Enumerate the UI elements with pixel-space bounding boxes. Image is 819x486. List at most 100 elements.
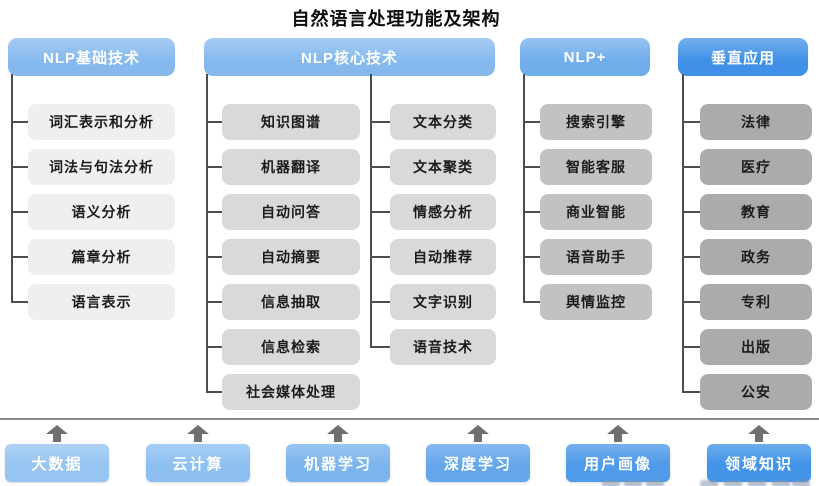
up-arrow-icon — [187, 425, 209, 442]
item-box: 搜索引擎 — [540, 104, 652, 140]
connector-stub — [370, 121, 390, 123]
item-box: 文本聚类 — [390, 149, 496, 185]
item-box: 智能客服 — [540, 149, 652, 185]
connector-stub — [370, 346, 390, 348]
item-box: 自动推荐 — [390, 239, 496, 275]
connector-stub — [11, 211, 28, 213]
foundation-box: 云计算 — [146, 444, 250, 482]
connector-line — [11, 74, 13, 302]
page-title: 自然语言处理功能及架构 — [291, 9, 501, 29]
item-box: 自动摘要 — [222, 239, 360, 275]
item-box: 社会媒体处理 — [222, 374, 360, 410]
item-box: 信息检索 — [222, 329, 360, 365]
watermark-remnant — [700, 480, 718, 486]
item-box: 语言表示 — [28, 284, 175, 320]
connector-stub — [206, 256, 222, 258]
foundation-box: 大数据 — [5, 444, 109, 482]
item-box: 机器翻译 — [222, 149, 360, 185]
up-arrow-head — [607, 425, 629, 434]
up-arrow-stem — [194, 434, 202, 442]
watermark-remnant — [602, 480, 620, 486]
watermark-remnant — [724, 480, 742, 486]
item-box: 自动问答 — [222, 194, 360, 230]
item-box: 教育 — [700, 194, 812, 230]
up-arrow-head — [187, 425, 209, 434]
up-arrow-icon — [607, 425, 629, 442]
connector-stub — [206, 166, 222, 168]
connector-stub — [523, 301, 540, 303]
connector-line — [370, 74, 372, 347]
up-arrow-icon — [327, 425, 349, 442]
up-arrow-stem — [53, 434, 61, 442]
item-box: 政务 — [700, 239, 812, 275]
column-header: 垂直应用 — [678, 38, 808, 76]
foundation-box: 机器学习 — [286, 444, 390, 482]
connector-stub — [206, 301, 222, 303]
connector-stub — [682, 211, 700, 213]
up-arrow-stem — [474, 434, 482, 442]
connector-stub — [11, 121, 28, 123]
item-box: 语音技术 — [390, 329, 496, 365]
item-box: 商业智能 — [540, 194, 652, 230]
item-box: 法律 — [700, 104, 812, 140]
column-header: NLP核心技术 — [204, 38, 495, 76]
connector-stub — [682, 121, 700, 123]
column-header: NLP+ — [520, 38, 650, 76]
connector-stub — [206, 121, 222, 123]
connector-stub — [370, 166, 390, 168]
item-box: 信息抽取 — [222, 284, 360, 320]
item-box: 词法与句法分析 — [28, 149, 175, 185]
foundation-box: 深度学习 — [426, 444, 530, 482]
watermark-remnant — [772, 480, 790, 486]
item-box: 文字识别 — [390, 284, 496, 320]
connector-stub — [682, 346, 700, 348]
column-header: NLP基础技术 — [8, 38, 175, 76]
connector-line — [523, 74, 525, 302]
connector-stub — [523, 256, 540, 258]
up-arrow-stem — [755, 434, 763, 442]
connector-stub — [682, 166, 700, 168]
item-box: 知识图谱 — [222, 104, 360, 140]
item-box: 语义分析 — [28, 194, 175, 230]
up-arrow-head — [327, 425, 349, 434]
up-arrow-stem — [614, 434, 622, 442]
item-box: 医疗 — [700, 149, 812, 185]
connector-stub — [682, 391, 700, 393]
connector-stub — [11, 166, 28, 168]
connector-stub — [11, 301, 28, 303]
foundation-box: 领域知识 — [707, 444, 811, 482]
connector-stub — [682, 301, 700, 303]
item-box: 专利 — [700, 284, 812, 320]
watermark-remnant — [792, 480, 810, 486]
connector-stub — [370, 211, 390, 213]
connector-line — [206, 74, 208, 392]
connector-stub — [523, 211, 540, 213]
up-arrow-icon — [748, 425, 770, 442]
connector-stub — [206, 211, 222, 213]
connector-stub — [206, 346, 222, 348]
connector-stub — [370, 256, 390, 258]
item-box: 语音助手 — [540, 239, 652, 275]
up-arrow-head — [46, 425, 68, 434]
watermark-remnant — [646, 480, 664, 486]
item-box: 文本分类 — [390, 104, 496, 140]
item-box: 出版 — [700, 329, 812, 365]
up-arrow-icon — [467, 425, 489, 442]
up-arrow-head — [748, 425, 770, 434]
item-box: 舆情监控 — [540, 284, 652, 320]
connector-stub — [682, 256, 700, 258]
connector-stub — [11, 256, 28, 258]
item-box: 情感分析 — [390, 194, 496, 230]
foundation-box: 用户画像 — [566, 444, 670, 482]
separator-line — [0, 418, 819, 420]
connector-stub — [523, 121, 540, 123]
connector-stub — [370, 301, 390, 303]
up-arrow-head — [467, 425, 489, 434]
up-arrow-stem — [334, 434, 342, 442]
connector-line — [682, 74, 684, 392]
watermark-remnant — [748, 480, 766, 486]
item-box: 公安 — [700, 374, 812, 410]
item-box: 篇章分析 — [28, 239, 175, 275]
connector-stub — [206, 391, 222, 393]
